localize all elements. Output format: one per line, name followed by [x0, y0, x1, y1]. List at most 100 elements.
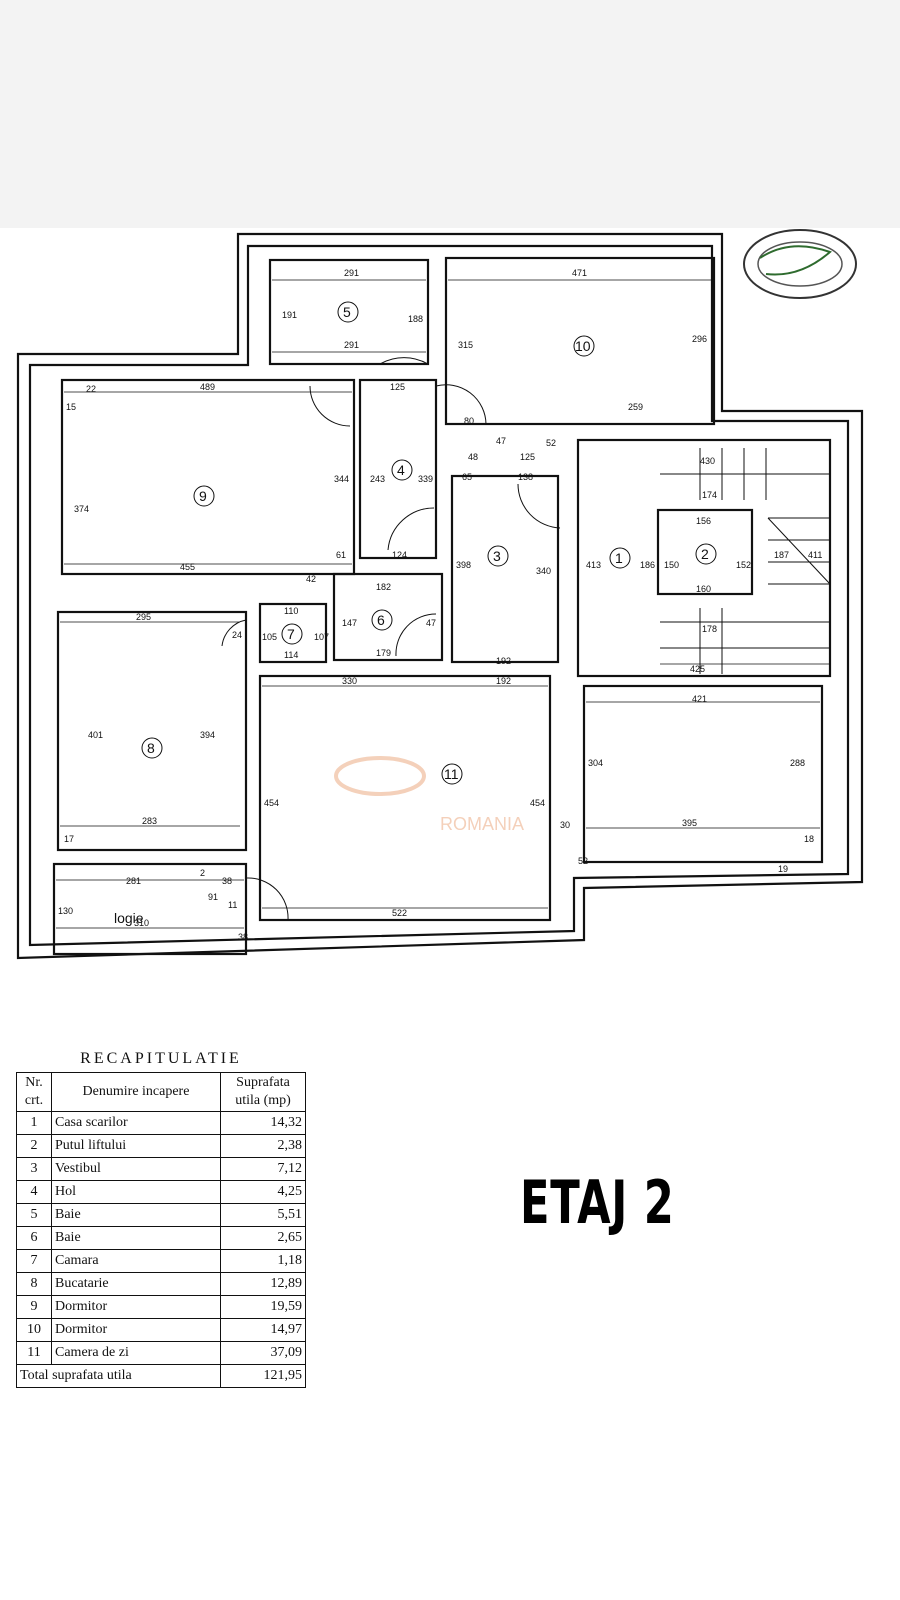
- room-numbers: 1 2 3 4 5 6 7 8 9 10 11 logie: [114, 301, 717, 926]
- dim-label: 288: [790, 758, 805, 768]
- dim-label: 304: [588, 758, 603, 768]
- dim-label: 47: [426, 618, 436, 628]
- dim-label: 395: [682, 818, 697, 828]
- row-nr: 9: [16, 1295, 52, 1319]
- room-11-walls: [258, 674, 552, 922]
- dim-label: 182: [376, 582, 391, 592]
- room-5-walls: [268, 258, 430, 366]
- dim-label: 344: [334, 474, 349, 484]
- dim-label: 38: [238, 932, 248, 942]
- room-6-walls: [332, 572, 444, 662]
- dim-label: 398: [456, 560, 471, 570]
- dim-label: 160: [696, 584, 711, 594]
- dim-label: 291: [344, 340, 359, 350]
- dim-label: 42: [306, 574, 316, 584]
- dim-label: 394: [200, 730, 215, 740]
- room-number-6: 6: [377, 612, 385, 628]
- logia-label: logie: [114, 910, 144, 926]
- header-area: Suprafata utila (mp): [220, 1072, 306, 1112]
- room-number-1: 1: [615, 550, 623, 566]
- row-nr: 3: [16, 1157, 52, 1181]
- dim-label: 15: [66, 402, 76, 412]
- dim-label: 425: [690, 664, 705, 674]
- row-area: 4,25: [220, 1180, 306, 1204]
- dim-label: 124: [392, 550, 407, 560]
- dim-label: 192: [496, 656, 511, 666]
- dim-label: 48: [468, 452, 478, 462]
- recap-total-row: Total suprafata utila 121,95: [16, 1364, 306, 1388]
- row-name: Hol: [51, 1180, 221, 1204]
- room-10-walls: [444, 256, 716, 426]
- dim-label: 152: [736, 560, 751, 570]
- dim-label: 188: [408, 314, 423, 324]
- dim-label: 125: [520, 452, 535, 462]
- room-number-4: 4: [397, 462, 405, 478]
- dim-label: 330: [342, 676, 357, 686]
- room-1-walls: [576, 438, 832, 678]
- dim-label: 291: [344, 268, 359, 278]
- dim-label: 19: [778, 864, 788, 874]
- row-nr: 4: [16, 1180, 52, 1204]
- row-nr: 5: [16, 1203, 52, 1227]
- dim-label: 125: [390, 382, 405, 392]
- room-number-5: 5: [343, 304, 351, 320]
- room-4-walls: [358, 378, 438, 560]
- row-area: 19,59: [220, 1295, 306, 1319]
- dim-label: 22: [86, 384, 96, 394]
- inner-wall: [28, 244, 850, 947]
- logia-walls: [52, 862, 248, 956]
- row-nr: 10: [16, 1318, 52, 1342]
- row-nr: 1: [16, 1111, 52, 1135]
- recap-header-row: Nr. crt. Denumire incapere Suprafata uti…: [16, 1072, 306, 1112]
- dim-label: 411: [808, 550, 822, 560]
- dim-label: 52: [546, 438, 556, 448]
- dim-label: 156: [696, 516, 711, 526]
- dim-label: 11: [228, 900, 237, 910]
- room-9-walls: [60, 378, 356, 576]
- dim-label: 471: [572, 268, 587, 278]
- row-area: 7,12: [220, 1157, 306, 1181]
- row-name: Putul liftului: [51, 1134, 221, 1158]
- total-value: 121,95: [220, 1364, 306, 1388]
- row-area: 1,18: [220, 1249, 306, 1273]
- dim-label: 191: [282, 310, 297, 320]
- dim-label: 283: [142, 816, 157, 826]
- row-name: Bucatarie: [51, 1272, 221, 1296]
- room-7-walls: [258, 602, 328, 664]
- top-blank-band: [0, 0, 900, 228]
- row-name: Camera de zi: [51, 1341, 221, 1365]
- recap-section: RECAPITULATIE Nr. crt. Denumire incapere…: [16, 1050, 306, 1388]
- row-name: Vestibul: [51, 1157, 221, 1181]
- row-area: 5,51: [220, 1203, 306, 1227]
- row-area: 14,32: [220, 1111, 306, 1135]
- row-nr: 8: [16, 1272, 52, 1296]
- dim-label: 178: [702, 624, 717, 634]
- dim-label: 455: [180, 562, 195, 572]
- stairs-hatch: [660, 448, 831, 674]
- dim-label: 179: [376, 648, 391, 658]
- dim-label: 80: [464, 416, 474, 426]
- row-nr: 7: [16, 1249, 52, 1273]
- doors: [221, 357, 561, 921]
- dimension-lines: [56, 279, 830, 929]
- dim-label: 522: [392, 908, 407, 918]
- north-arrow-icon: [743, 229, 857, 299]
- dim-label: 421: [692, 694, 707, 704]
- room-8-walls: [56, 610, 248, 852]
- room-2-walls: [656, 508, 754, 596]
- dim-label: 454: [264, 798, 279, 808]
- dim-label: 130: [58, 906, 73, 916]
- dimension-labels: 291 191 188 291 471 315 296 259 125 80 4…: [58, 268, 822, 942]
- room-number-3: 3: [493, 548, 501, 564]
- dim-label: 52: [578, 856, 588, 866]
- dim-label: 340: [536, 566, 551, 576]
- dim-label: 296: [692, 334, 707, 344]
- dim-label: 2: [200, 868, 205, 878]
- row-nr: 11: [16, 1341, 52, 1365]
- row-nr: 6: [16, 1226, 52, 1250]
